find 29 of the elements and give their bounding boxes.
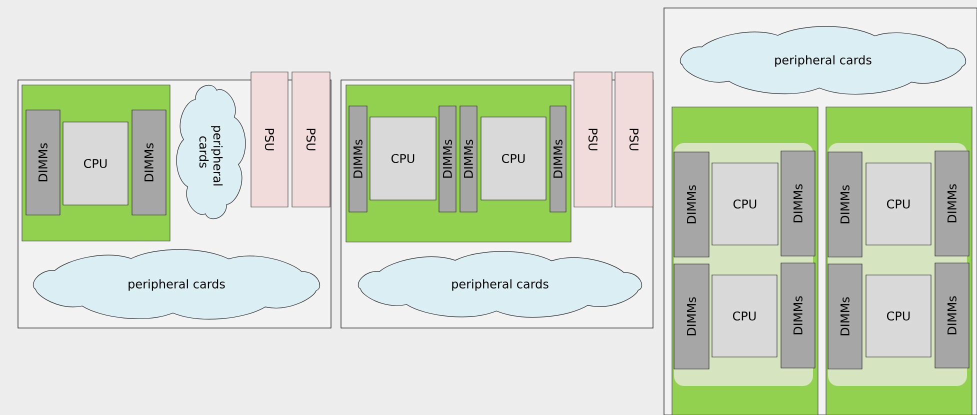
dimm-module: DIMMs: [348, 106, 368, 212]
peripheral-cloud: peripheral cards: [680, 26, 966, 94]
power-supply: PSU: [250, 72, 288, 208]
peripheral-cloud: peripheral cards: [176, 84, 246, 220]
dimm-module: DIMMs: [780, 150, 816, 256]
dimm-module: DIMMs: [934, 150, 970, 256]
dimm-module: DIMMs: [780, 262, 816, 368]
dimm-module: DIMMs: [460, 106, 478, 212]
cpu-chip: CPU: [370, 116, 436, 200]
cpu-chip: CPU: [866, 162, 932, 246]
dimm-module: DIMMs: [132, 110, 166, 216]
dimm-module: DIMMs: [26, 110, 60, 216]
dimm-module: DIMMs: [674, 264, 710, 370]
dimm-module: DIMMs: [438, 106, 456, 212]
peripheral-cloud: peripheral cards: [358, 251, 642, 318]
cpu-chip: CPU: [712, 274, 778, 358]
dimm-module: DIMMs: [674, 152, 710, 258]
power-supply: PSU: [614, 72, 654, 208]
dimm-module: DIMMs: [828, 152, 862, 258]
power-supply: PSU: [574, 72, 612, 208]
power-supply: PSU: [292, 72, 330, 208]
dimm-module: DIMMs: [934, 262, 970, 368]
peripheral-cloud: peripheral cards: [32, 249, 320, 320]
cpu-chip: CPU: [62, 122, 128, 206]
cpu-chip: CPU: [480, 116, 546, 200]
cpu-chip: CPU: [712, 162, 778, 246]
dimm-module: DIMMs: [828, 264, 862, 370]
cpu-chip: CPU: [866, 274, 932, 358]
dimm-module: DIMMs: [550, 106, 566, 212]
